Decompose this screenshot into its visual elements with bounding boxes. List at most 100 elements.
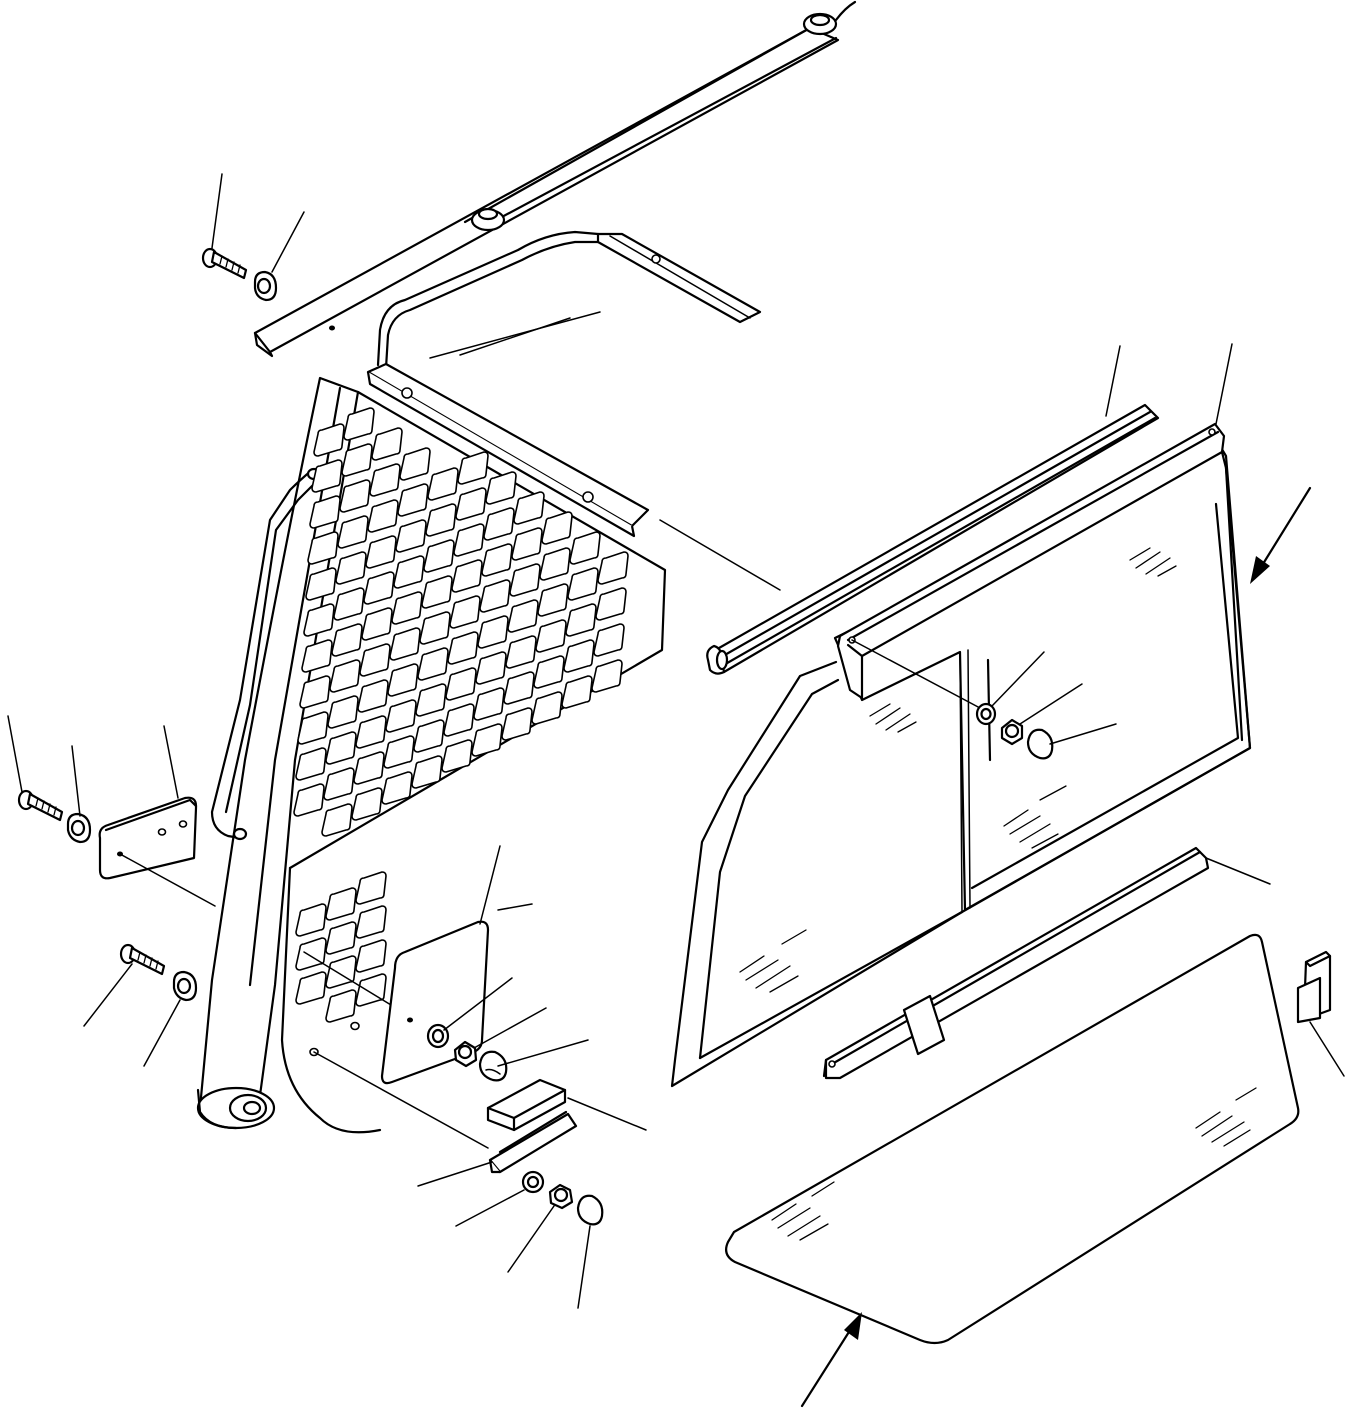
mesh-cell bbox=[389, 627, 421, 661]
mesh-cell bbox=[361, 607, 393, 641]
mesh-cell bbox=[477, 615, 509, 649]
bolt-low bbox=[119, 943, 166, 976]
upper-mounting-angle bbox=[366, 362, 781, 591]
mesh-cell bbox=[327, 695, 359, 729]
mesh-cell bbox=[325, 955, 357, 989]
roof-beam bbox=[253, 0, 857, 358]
screen-mesh-lower bbox=[295, 871, 387, 1023]
washer-mid bbox=[66, 812, 92, 844]
mesh-cell bbox=[567, 567, 599, 601]
mesh-cell bbox=[387, 663, 419, 697]
mesh-cell bbox=[443, 703, 475, 737]
mesh-cell bbox=[357, 679, 389, 713]
mesh-cell bbox=[481, 543, 513, 577]
mesh-cell bbox=[355, 871, 387, 905]
mesh-cell bbox=[339, 479, 371, 513]
mesh-cell bbox=[325, 887, 357, 921]
mesh-cell bbox=[295, 903, 327, 937]
mesh-cell bbox=[505, 635, 537, 669]
mesh-cell bbox=[479, 579, 511, 613]
mesh-cell bbox=[341, 443, 373, 477]
arrow-front-glass bbox=[1250, 486, 1312, 584]
lower-channel bbox=[822, 846, 1210, 1080]
mesh-cell bbox=[531, 691, 563, 725]
mesh-cell bbox=[313, 423, 345, 457]
mesh-cell bbox=[333, 587, 365, 621]
mesh-cell bbox=[513, 491, 545, 525]
washer-low bbox=[172, 970, 198, 1002]
mesh-cell bbox=[483, 507, 515, 541]
mesh-cell bbox=[507, 599, 539, 633]
mesh-cell bbox=[335, 551, 367, 585]
mesh-cell bbox=[475, 651, 507, 685]
screen-mesh bbox=[293, 407, 629, 837]
mesh-cell bbox=[337, 515, 369, 549]
mesh-cell bbox=[355, 715, 387, 749]
mesh-cell bbox=[399, 447, 431, 481]
glass-reflection-marks bbox=[739, 547, 1177, 993]
mesh-cell bbox=[393, 555, 425, 589]
mesh-cell bbox=[397, 483, 429, 517]
mesh-cell bbox=[395, 519, 427, 553]
mesh-cell bbox=[501, 707, 533, 741]
mesh-cell bbox=[369, 463, 401, 497]
mesh-cell bbox=[323, 767, 355, 801]
callout-leaders bbox=[7, 173, 1345, 1309]
mesh-cell bbox=[533, 655, 565, 689]
mesh-cell bbox=[325, 921, 357, 955]
mesh-cell bbox=[591, 659, 623, 693]
mesh-cell bbox=[471, 723, 503, 757]
washer-top bbox=[253, 270, 278, 302]
mesh-cell bbox=[449, 595, 481, 629]
mesh-cell bbox=[511, 527, 543, 561]
mesh-cell bbox=[297, 711, 329, 745]
lower-fasteners bbox=[521, 1170, 604, 1226]
mesh-cell bbox=[535, 619, 567, 653]
mesh-cell bbox=[503, 671, 535, 705]
mesh-cell bbox=[427, 467, 459, 501]
mesh-cell bbox=[307, 531, 339, 565]
mesh-cell bbox=[541, 511, 573, 545]
mesh-cell bbox=[423, 539, 455, 573]
spacer-block bbox=[486, 1078, 567, 1132]
mesh-cell bbox=[295, 971, 327, 1005]
mesh-cell bbox=[363, 571, 395, 605]
mesh-cell bbox=[447, 631, 479, 665]
side-plate bbox=[98, 796, 216, 907]
mesh-cell bbox=[537, 583, 569, 617]
mesh-cell bbox=[355, 973, 387, 1007]
mesh-cell bbox=[309, 495, 341, 529]
mesh-cell bbox=[473, 687, 505, 721]
bolt-top bbox=[201, 247, 248, 280]
mesh-cell bbox=[455, 487, 487, 521]
top-handrail bbox=[376, 230, 762, 370]
mesh-cell bbox=[413, 719, 445, 753]
mesh-cell bbox=[411, 755, 443, 789]
mesh-cell bbox=[563, 639, 595, 673]
mesh-cell bbox=[355, 905, 387, 939]
mesh-cell bbox=[569, 531, 601, 565]
mesh-cell bbox=[311, 459, 343, 493]
mesh-cell bbox=[295, 747, 327, 781]
mesh-cell bbox=[329, 659, 361, 693]
mesh-cell bbox=[485, 471, 517, 505]
mesh-cell bbox=[325, 731, 357, 765]
mesh-cell bbox=[593, 623, 625, 657]
mesh-cell bbox=[597, 551, 629, 585]
mesh-cell bbox=[445, 667, 477, 701]
mesh-cell bbox=[293, 783, 325, 817]
lower-bracket bbox=[488, 1110, 578, 1174]
mesh-cell bbox=[331, 623, 363, 657]
mesh-cell bbox=[391, 591, 423, 625]
mesh-cell bbox=[561, 675, 593, 709]
mesh-cell bbox=[343, 407, 375, 441]
upper-channel-fasteners bbox=[975, 702, 1054, 760]
mesh-cell bbox=[299, 675, 331, 709]
mesh-cell bbox=[417, 647, 449, 681]
mesh-cell bbox=[415, 683, 447, 717]
lower-glass bbox=[725, 933, 1300, 1345]
mesh-cell bbox=[295, 937, 327, 971]
mesh-cell bbox=[351, 787, 383, 821]
mesh-cell bbox=[383, 735, 415, 769]
